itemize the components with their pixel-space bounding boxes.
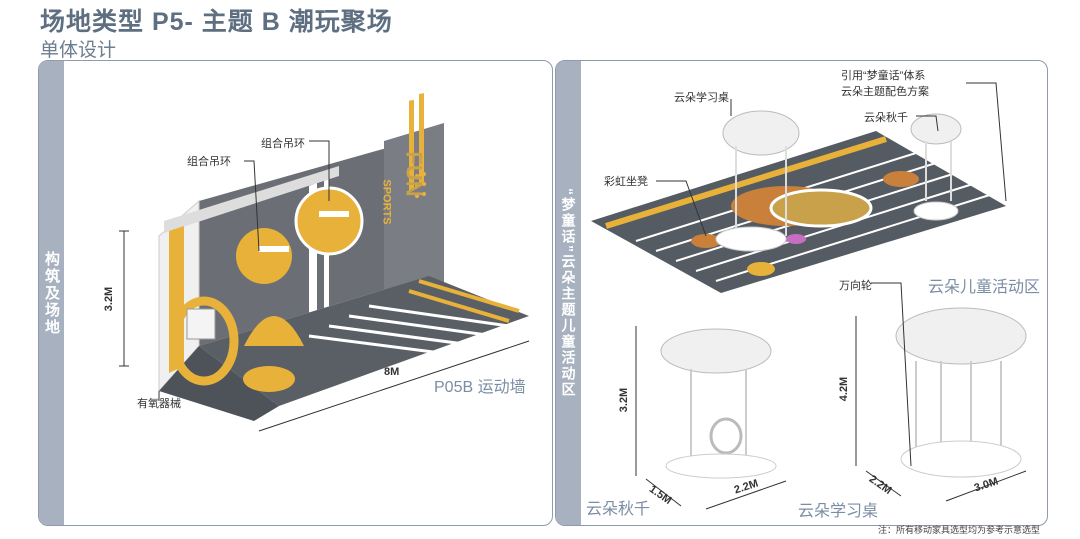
dim-swing-height: 3.2M [618,387,631,413]
label-swing-name: 云朵秋千 [586,501,651,518]
left-panel: 构筑及场地 [38,60,553,526]
stool-yellow [747,262,775,276]
footer-note: 注：所有移动家具选型均为参考示意选型 [877,525,1040,535]
yellow-stripe-1 [409,99,414,191]
stool-brown [883,171,919,187]
label-ring-combo-1: 组合吊环 [187,156,231,168]
dim-height: 3.2M [103,286,116,312]
yellow-stripe-2 [419,93,424,184]
stool-pink [786,234,806,244]
cloud-desk-product [895,307,1027,365]
stool-left [691,234,721,248]
cloud-desk-top [722,110,800,156]
desk-product-base [900,440,1022,478]
bar-2 [259,246,289,252]
wall-text-fun: FUN [401,151,427,197]
label-desk: 云朵学习桌 [674,92,729,104]
label-area-name: 云朵儿童活动区 [928,279,1041,296]
left-side-label: 构筑及场地 [39,61,64,525]
page-title: 场地类型 P5- 主题 B 潮玩聚场 [40,8,393,36]
cloud-swing-top [910,113,962,145]
dim-length: 8M [384,366,400,378]
label-swing: 云朵秋千 [864,112,908,124]
label-aerobic: 有氧器械 [137,398,181,410]
side-wall [384,123,444,316]
aerobic-seat [186,308,216,340]
right-panel: “梦童话”云朵主题儿童活动区 [555,60,1048,526]
cloud-swing-product [660,328,772,374]
label-system-line1: 引用“梦童话”体系 [841,70,926,82]
page-subtitle: 单体设计 [40,40,117,61]
aerobic-ring [169,296,239,386]
dim-desk-height: 4.2M [838,376,851,402]
label-system-line2: 云朵主题配色方案 [841,86,929,98]
label-ring-combo-2: 组合吊环 [261,138,305,150]
swing-base [913,201,959,221]
swing-product-base [665,453,777,479]
swing-ring [709,417,743,455]
label-desk-name: 云朵学习桌 [798,503,879,520]
floor-front [159,346,279,421]
sports-wall-illustration [119,93,530,432]
ring-disc-2 [236,228,292,284]
label-caster: 万向轮 [839,280,872,292]
label-wall-name: P05B 运动墙 [434,379,526,396]
sand-pad [769,188,873,228]
wall-text-sports: SPORTS [380,179,393,225]
bar-1 [319,211,349,217]
label-stool: 彩虹坐凳 [604,176,648,188]
cloud-area-illustration [591,82,1027,510]
desk-base [715,226,787,252]
floor-logo [243,366,295,392]
half-disc [244,316,304,346]
wall-top [164,166,339,233]
right-side-label: “梦童话”云朵主题儿童活动区 [556,61,581,525]
